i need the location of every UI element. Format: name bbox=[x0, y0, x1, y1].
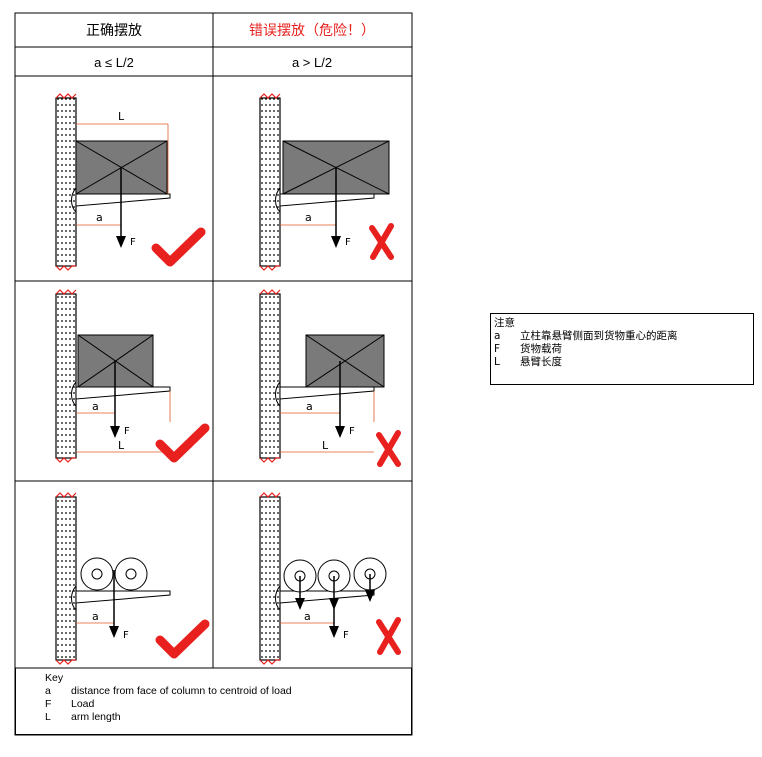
arm-bracket bbox=[275, 585, 281, 611]
dimension-L bbox=[280, 391, 375, 453]
load-arrow bbox=[331, 168, 341, 248]
load-arrow bbox=[110, 361, 120, 438]
key-text: distance from face of column to centroid… bbox=[71, 685, 292, 697]
column-post bbox=[259, 492, 281, 665]
header-correct: 正确摆放 bbox=[86, 23, 142, 39]
column-post bbox=[55, 492, 77, 665]
cell-wrong-box-offset: a L F bbox=[259, 289, 401, 467]
cantilever-arm bbox=[75, 590, 171, 604]
cantilever-arm bbox=[279, 386, 375, 400]
cantilever-arm bbox=[279, 590, 375, 604]
key-legend: Key a distance from face of column to ce… bbox=[15, 668, 412, 735]
dimension-L bbox=[76, 391, 171, 453]
label-F: F bbox=[349, 426, 355, 437]
note-title: 注意 bbox=[494, 317, 515, 329]
label-a: a bbox=[96, 211, 103, 224]
header-wrong: 错误摆放（危险！） bbox=[249, 23, 375, 39]
key-row-a: a distance from face of column to centro… bbox=[45, 685, 411, 698]
label-F: F bbox=[130, 237, 136, 248]
condition-wrong: a > L/2 bbox=[292, 55, 332, 70]
label-F: F bbox=[345, 237, 351, 248]
label-F: F bbox=[343, 630, 349, 641]
label-L: L bbox=[118, 439, 125, 452]
key-symbol: L bbox=[45, 711, 51, 723]
cantilever-arm bbox=[279, 193, 375, 207]
column-post bbox=[259, 93, 281, 271]
column-post bbox=[55, 93, 77, 271]
arm-bracket bbox=[71, 585, 77, 611]
table-grid bbox=[14, 12, 413, 736]
roll-load-arrows bbox=[295, 574, 375, 610]
condition-correct: a ≤ L/2 bbox=[94, 55, 134, 70]
cell-correct-rolls: a F bbox=[55, 492, 210, 665]
column-post bbox=[259, 289, 281, 463]
cross-mark-icon bbox=[369, 223, 394, 260]
key-symbol: F bbox=[45, 698, 52, 710]
label-a: a bbox=[92, 400, 99, 413]
load-arrow bbox=[329, 608, 339, 638]
note-symbol: F bbox=[494, 343, 501, 355]
note-text: 立柱靠悬臂侧面到货物重心的距离 bbox=[520, 330, 678, 342]
column-post bbox=[55, 289, 77, 463]
note-symbol: L bbox=[494, 356, 500, 368]
load-rolls bbox=[80, 557, 148, 591]
label-a: a bbox=[306, 400, 313, 413]
note-symbol: a bbox=[494, 330, 501, 342]
load-arrow bbox=[335, 361, 345, 438]
key-text: arm length bbox=[71, 711, 121, 723]
cantilever-arm bbox=[75, 386, 171, 400]
cell-correct-box-offset: a L F bbox=[55, 289, 210, 463]
cantilever-arm bbox=[75, 193, 171, 207]
check-mark-icon bbox=[155, 619, 210, 659]
load-arrow bbox=[116, 168, 126, 248]
arm-bracket bbox=[275, 187, 281, 213]
check-mark-icon bbox=[151, 227, 206, 267]
check-mark-icon bbox=[155, 423, 210, 463]
label-F: F bbox=[124, 426, 130, 437]
label-L: L bbox=[118, 110, 125, 123]
note-text: 悬臂长度 bbox=[520, 356, 562, 368]
label-a: a bbox=[92, 610, 99, 623]
arm-bracket bbox=[71, 381, 77, 407]
arm-bracket bbox=[71, 187, 77, 213]
load-arrow bbox=[109, 570, 119, 638]
key-title: Key bbox=[45, 672, 64, 684]
key-text: Load bbox=[71, 698, 95, 710]
label-L: L bbox=[322, 439, 329, 452]
note-row-f: F 货物载荷 bbox=[494, 343, 753, 356]
note-row-a: a 立柱靠悬臂侧面到货物重心的距离 bbox=[494, 330, 753, 343]
label-F: F bbox=[123, 630, 129, 641]
cross-mark-icon bbox=[376, 617, 401, 655]
label-a: a bbox=[305, 211, 312, 224]
note-legend: 注意 a 立柱靠悬臂侧面到货物重心的距离 F 货物载荷 L 悬臂长度 bbox=[490, 313, 754, 385]
key-row-f: F Load bbox=[45, 698, 411, 711]
cross-mark-icon bbox=[376, 430, 401, 467]
cell-wrong-box: a F bbox=[259, 93, 394, 271]
cell-correct-box: L a F bbox=[55, 93, 206, 271]
note-text: 货物载荷 bbox=[520, 343, 562, 355]
arm-bracket bbox=[275, 381, 281, 407]
dimension-L bbox=[76, 123, 169, 194]
note-row-l: L 悬臂长度 bbox=[494, 356, 753, 369]
key-symbol: a bbox=[45, 685, 51, 697]
label-a: a bbox=[304, 610, 311, 623]
cell-wrong-rolls: a F bbox=[259, 492, 401, 665]
key-row-l: L arm length bbox=[45, 711, 411, 724]
load-box bbox=[305, 334, 385, 388]
